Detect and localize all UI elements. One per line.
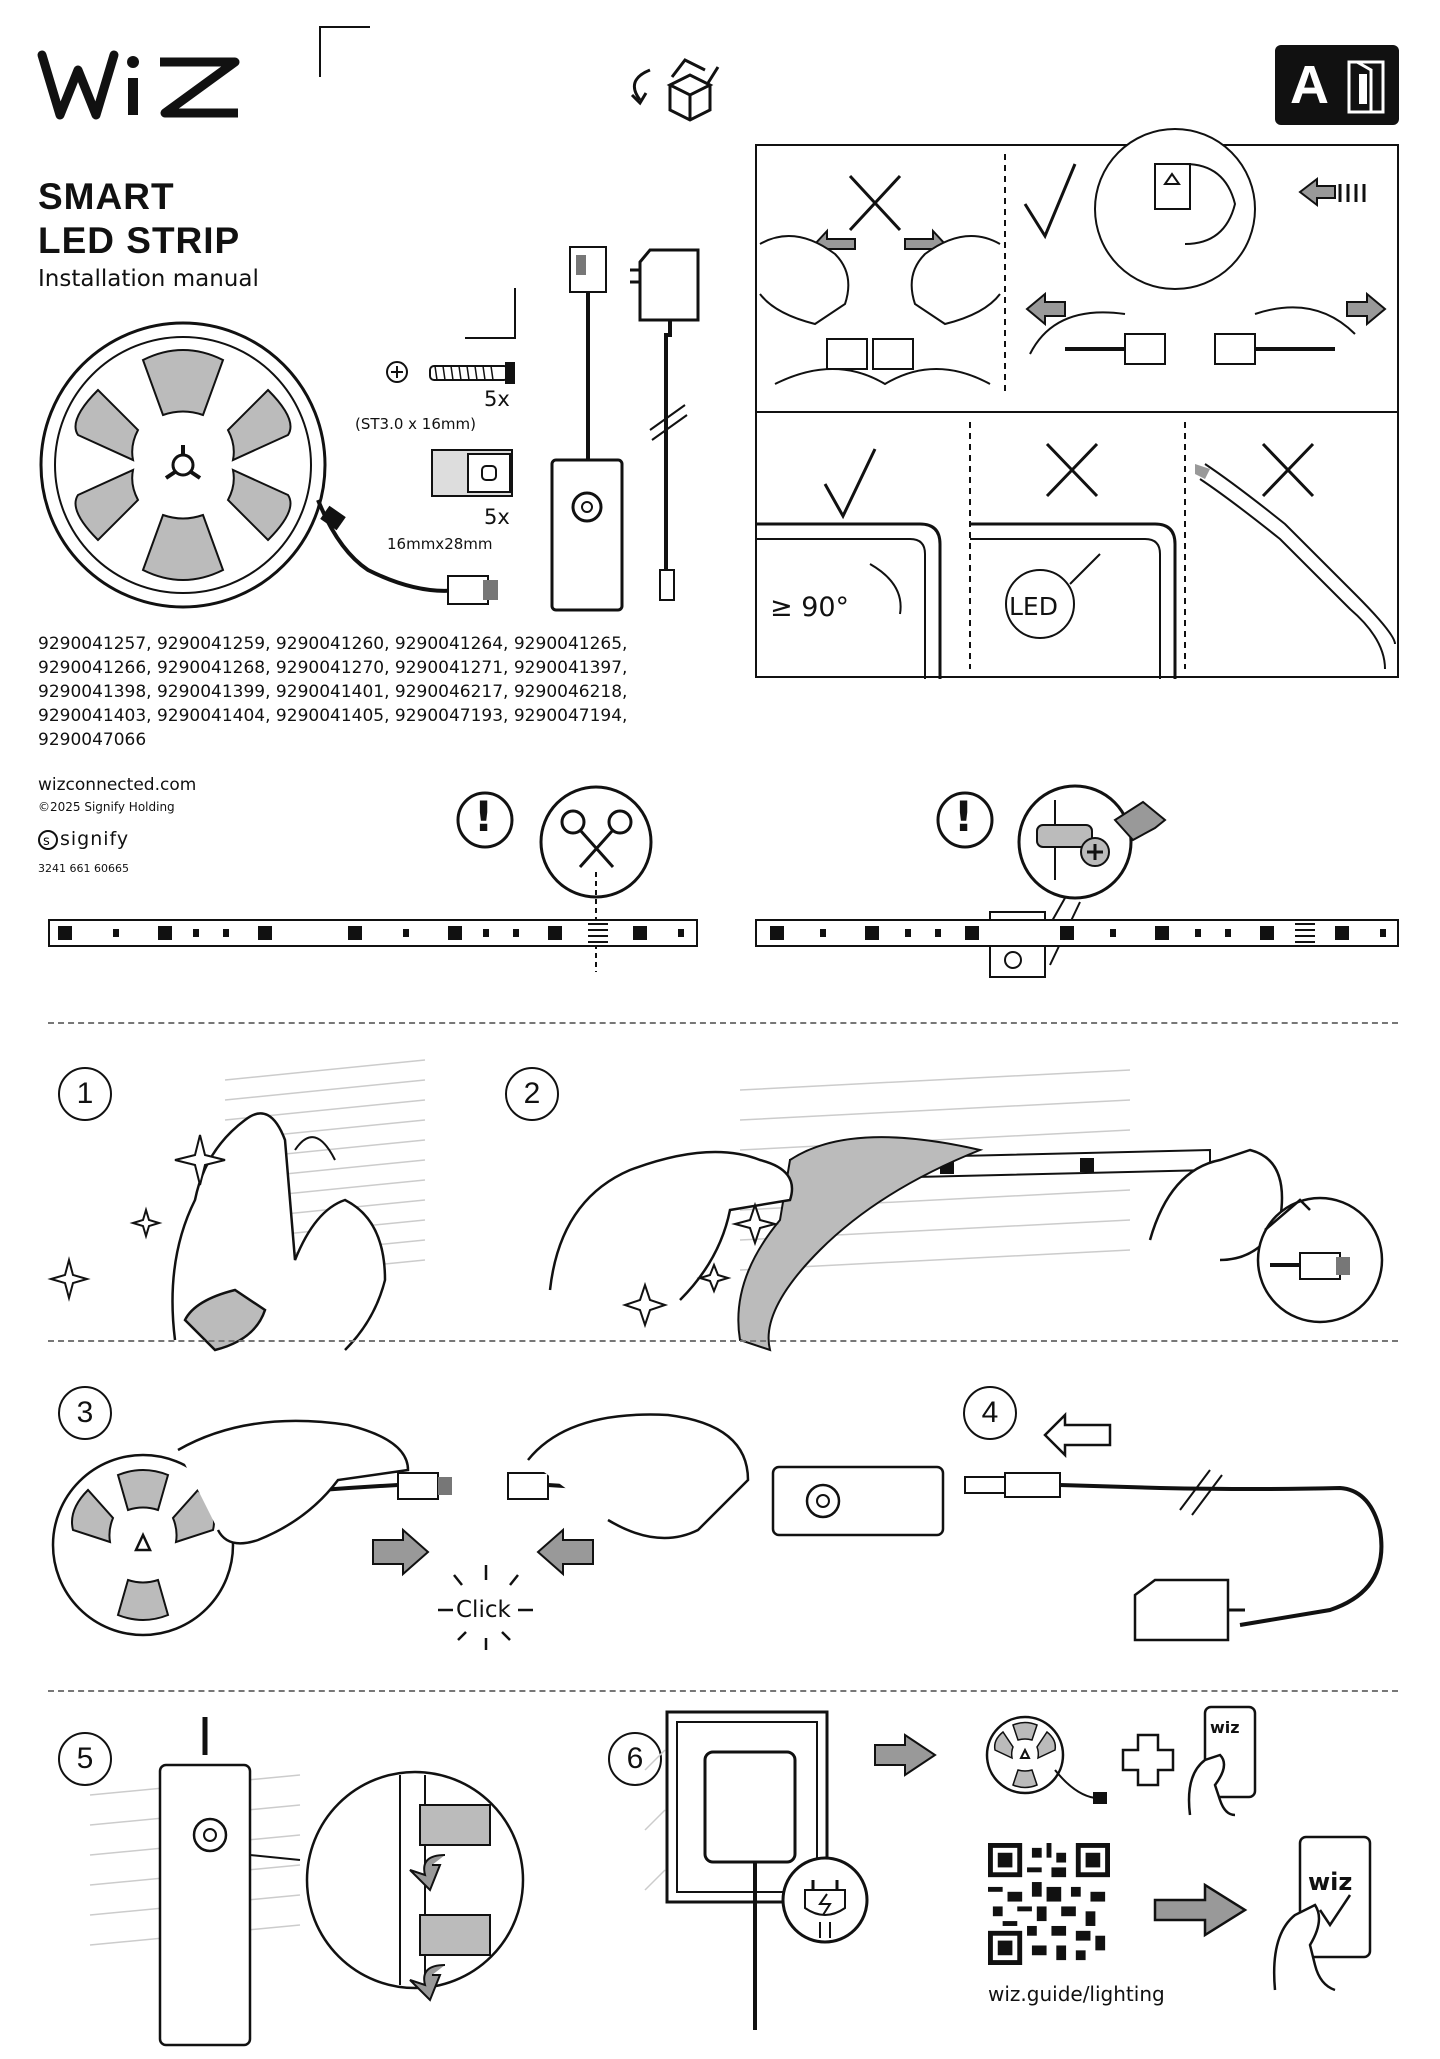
step-number-6: 6 [608,1732,662,1786]
exclamation-mark-2: ! [954,792,974,841]
screw-icon [429,362,515,384]
title-line1: SMART [38,176,175,217]
step-number-2: 2 [505,1067,559,1121]
arrow-right-icon [1153,1882,1248,1938]
section-divider [48,1690,1398,1692]
unbox-icon [630,58,720,122]
app-label-small: wiz [1210,1718,1240,1737]
app-label-large: wiz [1308,1868,1353,1896]
svg-text:s: s [43,834,50,849]
section-divider [48,1340,1398,1342]
crop-mark-top [319,26,370,77]
led-strip-mounted [755,919,1399,947]
clips-size: 16mmx28mm [387,535,493,553]
step-number-4: 4 [963,1386,1017,1440]
controller-icon [550,246,624,612]
mounting-clip-icon [431,449,513,497]
phone-app-icon [1187,1705,1257,1817]
exclamation-circle-icon [456,791,514,849]
wiz-logo [37,50,240,120]
power-adapter-icon [630,248,700,601]
scissors-icon [539,785,653,972]
signify-logo-icon: s [38,830,58,850]
exclamation-circle-icon-2 [936,791,994,849]
model-numbers-line: 9290041403, 9290041404, 9290041405, 9290… [38,706,628,726]
qr-code[interactable] [988,1843,1110,1965]
clips-qty: 5x [484,505,510,529]
screws-qty: 5x [484,387,510,411]
website-link[interactable]: wizconnected.com [38,775,197,795]
model-numbers-line: 9290041266, 9290041268, 9290041270, 9290… [38,658,628,678]
click-label: Click [456,1597,511,1623]
step2-apply-strip [548,1069,1384,1352]
screws-size: (ST3.0 x 16mm) [355,415,476,433]
step-number-5: 5 [58,1732,112,1786]
company-name: signify [60,828,130,850]
exclamation-mark: ! [474,792,494,841]
crop-mark-mid [465,288,516,339]
plus-icon [1121,1733,1175,1787]
model-numbers-line: 9290041257, 9290041259, 9290041260, 9290… [38,634,628,654]
copyright-text: ©2025 Signify Holding [38,800,175,814]
step3-connect-controller [51,1413,945,1650]
step5-mount-controller [89,1717,525,2047]
led-reel-icon [39,321,498,609]
phone-app-large-icon [1272,1835,1372,1992]
led-strip-cut [48,919,698,947]
model-number-list: 9290041257, 9290041259, 9290041260, 9290… [38,632,688,752]
door-icon [1347,60,1385,114]
angle-label: ≥ 90° [770,592,850,623]
title-line2: LED STRIP [38,220,241,261]
reel-small-icon [985,1715,1107,1804]
badge-letter: A [1290,55,1329,115]
model-numbers-line: 9290047066 [38,730,147,750]
connector-warning-panel [755,128,1399,679]
screw-zoom-icon [989,784,1167,978]
product-title: SMART LED STRIP [38,175,240,263]
step-number-3: 3 [58,1386,112,1440]
step1-clean-surface [47,1059,426,1352]
model-numbers-line: 9290041398, 9290041399, 9290041401, 9290… [38,682,628,702]
step-number-1: 1 [58,1067,112,1121]
screw-plus-icon [386,361,408,383]
section-divider [48,1022,1398,1024]
led-label: LED [1009,592,1058,621]
guide-url[interactable]: wiz.guide/lighting [988,1982,1165,2006]
step6-plug-in [644,1710,937,2030]
subtitle: Installation manual [38,266,259,292]
document-number: 3241 661 60665 [38,862,129,875]
step4-connect-power [964,1411,1384,1642]
